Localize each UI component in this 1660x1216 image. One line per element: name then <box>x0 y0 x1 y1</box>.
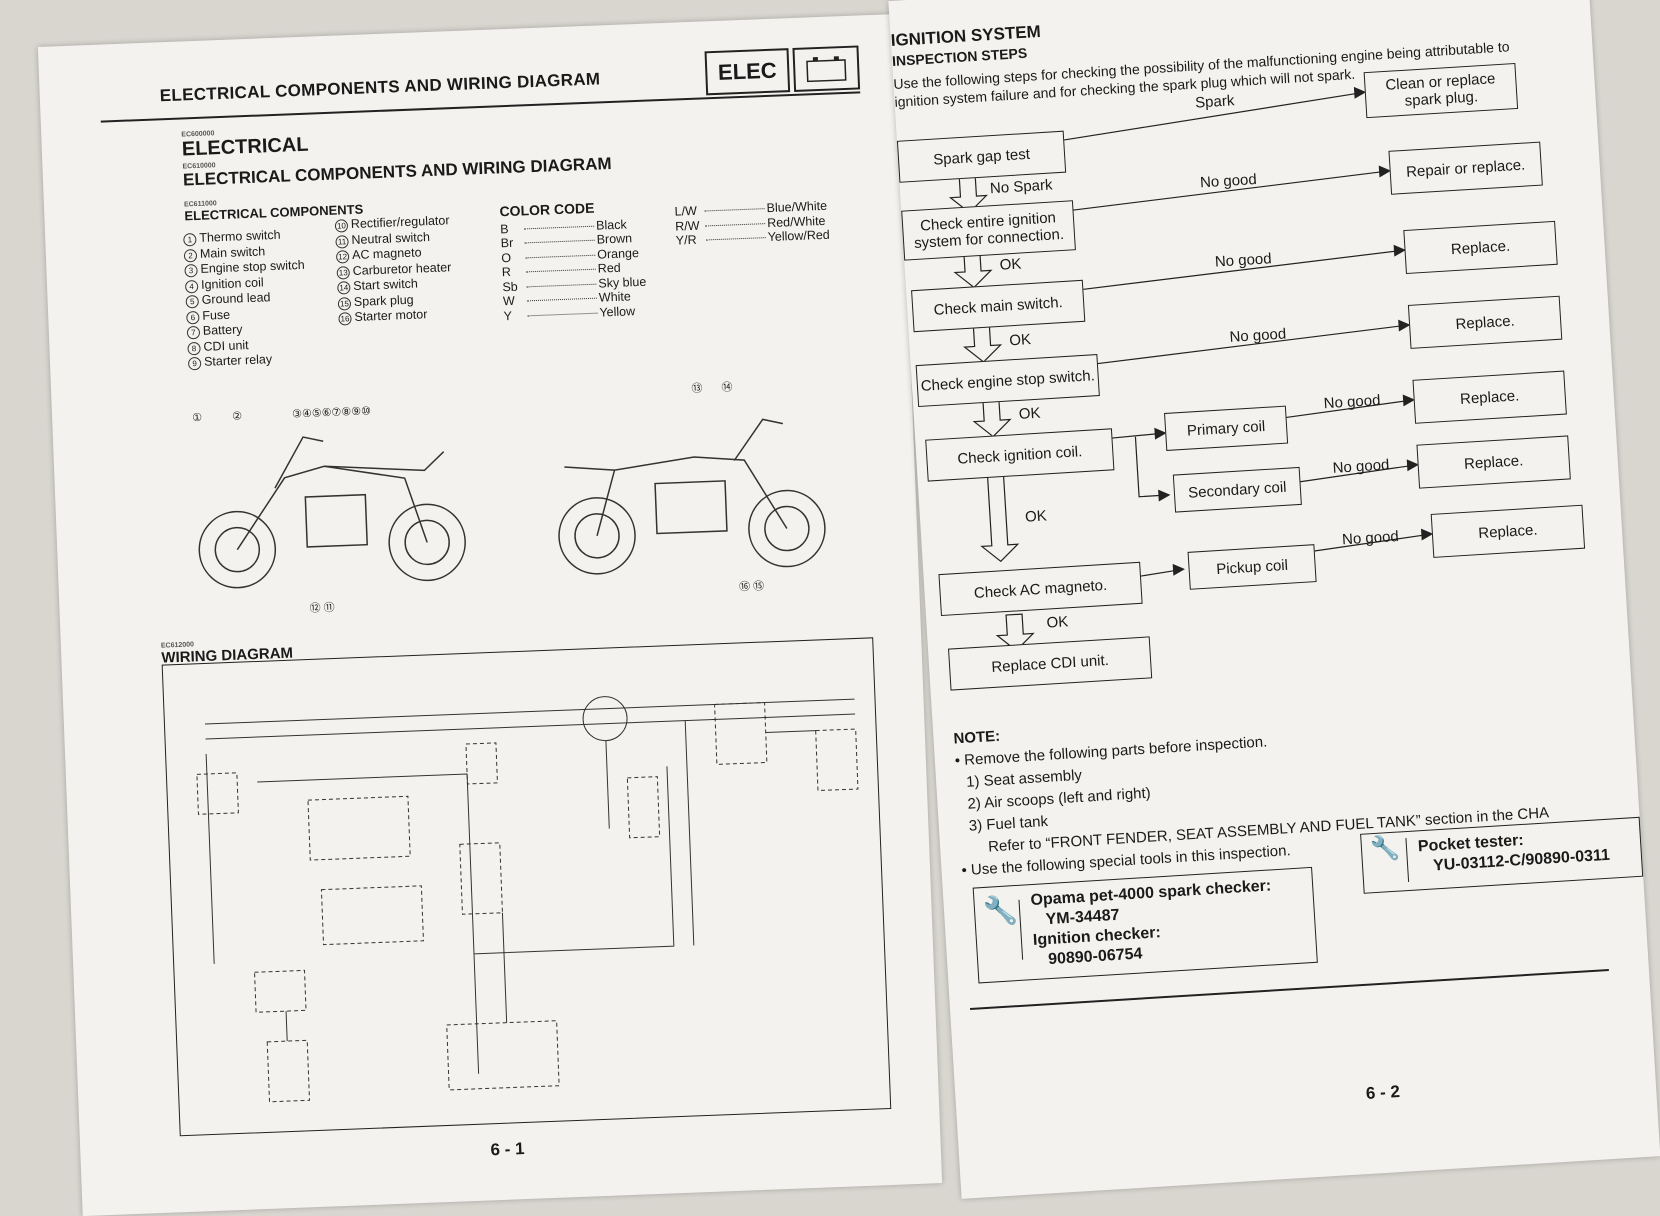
result-replace-4: Replace. <box>1416 435 1571 489</box>
label-ok: OK <box>1024 507 1048 526</box>
label-no-good: No good <box>1199 170 1258 192</box>
label-no-good: No good <box>1229 325 1287 346</box>
svg-text:⑭: ⑭ <box>721 381 732 394</box>
section-title: EC600000 ELECTRICAL <box>181 127 309 162</box>
label-no-good: No good <box>1323 391 1381 413</box>
step-check-connection: Check entire ignition system for connect… <box>901 200 1076 261</box>
left-page: ELECTRICAL COMPONENTS AND WIRING DIAGRAM… <box>37 13 943 1216</box>
label-no-good: No good <box>1332 456 1390 477</box>
svg-text:⑫ ⑪: ⑫ ⑪ <box>309 601 335 615</box>
battery-icon <box>792 45 861 92</box>
flowchart-connectors <box>948 86 1434 652</box>
wrench-icon: 🔧 <box>982 894 1024 962</box>
color-code-title: COLOR CODE <box>499 199 595 220</box>
svg-text:③④⑤⑥⑦⑧⑨⑩: ③④⑤⑥⑦⑧⑨⑩ <box>292 405 371 420</box>
result-replace-1: Replace. <box>1403 220 1558 275</box>
svg-text:⑯ ⑮: ⑯ ⑮ <box>739 579 765 593</box>
right-page: IGNITION SYSTEM INSPECTION STEPS Use the… <box>888 0 1660 1199</box>
label-ok: OK <box>1046 613 1069 632</box>
label-ok: OK <box>999 255 1022 274</box>
label-ok: OK <box>1008 331 1032 350</box>
note-title: NOTE: <box>953 727 1001 748</box>
sub-pickup-coil: Pickup coil <box>1187 544 1317 590</box>
page-header: ELECTRICAL COMPONENTS AND WIRING DIAGRAM… <box>98 45 861 123</box>
motorcycle-illustration: ① ② ③④⑤⑥⑦⑧⑨⑩ ⑬ ⑭ ⑫ ⑪ ⑯ ⑮ <box>192 381 826 615</box>
header-title: ELECTRICAL COMPONENTS AND WIRING DIAGRAM <box>159 69 601 106</box>
section-tag: ELEC <box>704 48 791 96</box>
label-no-good: No good <box>1341 527 1400 549</box>
wrench-icon: 🔧 <box>1369 834 1410 885</box>
label-spark: Spark <box>1194 92 1235 112</box>
sub-secondary-coil: Secondary coil <box>1172 466 1302 513</box>
result-replace-3: Replace. <box>1412 370 1567 424</box>
svg-text:①: ① <box>192 412 202 424</box>
svg-text:⑬: ⑬ <box>691 382 702 395</box>
label-no-good: No good <box>1214 250 1273 271</box>
label-ok: OK <box>1018 404 1042 423</box>
svg-text:②: ② <box>232 410 242 422</box>
section-title-text: ELECTRICAL <box>181 133 309 161</box>
sub-primary-coil: Primary coil <box>1164 405 1289 451</box>
result-clean-replace: Clean or replace spark plug. <box>1363 62 1519 119</box>
result-replace-2: Replace. <box>1407 295 1563 349</box>
result-replace-5: Replace. <box>1430 504 1586 558</box>
tool-box-spark-checker: 🔧 Opama pet-4000 spark checker: YM-34487… <box>972 866 1318 984</box>
page-number: 6 - 1 <box>490 1139 525 1160</box>
result-repair-replace: Repair or replace. <box>1388 141 1543 195</box>
wiring-diagram <box>161 637 892 1137</box>
page-number: 6 - 2 <box>1365 1081 1401 1103</box>
